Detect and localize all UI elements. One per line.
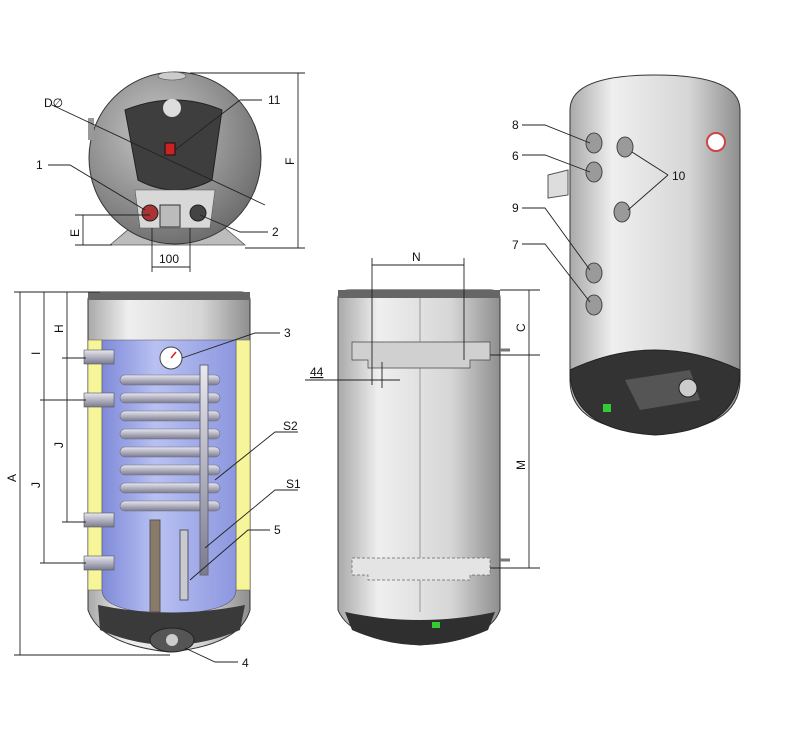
perspective-view: 8 6 9 7 10 <box>512 74 741 436</box>
back-view: N 44 C M <box>305 250 540 646</box>
thermostat-indicator <box>164 142 176 156</box>
callout-9: 9 <box>512 201 519 215</box>
dimension-I: I <box>29 352 43 355</box>
dimension-E: E <box>68 229 82 237</box>
callout-S1: S1 <box>286 477 301 491</box>
callout-6: 6 <box>512 149 519 163</box>
dimension-J-upper: J <box>52 442 66 448</box>
insulation-left <box>87 339 103 591</box>
callout-8: 8 <box>512 118 519 132</box>
heating-coils <box>119 374 221 512</box>
diameter-dimension-label: D∅ <box>44 96 63 110</box>
connection-pipes <box>83 349 115 571</box>
perspective-thermometer <box>706 132 726 152</box>
dimension-A: A <box>5 474 19 482</box>
insulation-right <box>235 339 251 591</box>
callout-7: 7 <box>512 238 519 252</box>
callout-11: 11 <box>268 93 281 107</box>
perspective-connections <box>585 132 634 316</box>
dimension-N: N <box>412 250 421 264</box>
callout-1: 1 <box>36 158 43 172</box>
dimension-100: 100 <box>159 252 179 266</box>
callout-10: 10 <box>672 169 686 183</box>
back-bottom-cap <box>345 612 495 645</box>
upper-wall-bracket <box>351 341 491 369</box>
dimension-44: 44 <box>310 365 324 379</box>
callout-S2: S2 <box>283 419 298 433</box>
callout-2: 2 <box>272 225 279 239</box>
pipe-outlet-2 <box>189 204 207 222</box>
callout-5: 5 <box>274 523 281 537</box>
front-view: D∅ 11 1 2 F E 100 <box>36 71 305 272</box>
bottom-cap <box>98 605 245 645</box>
dimension-H: H <box>52 324 66 333</box>
cutaway-view: 3 S2 S1 5 4 A I J H J <box>5 291 301 670</box>
lower-wall-bracket <box>351 557 491 581</box>
dimension-J-lower: J <box>29 482 43 488</box>
pipe-outlet-1 <box>141 204 159 222</box>
callout-3: 3 <box>284 326 291 340</box>
callout-4: 4 <box>242 656 249 670</box>
dimension-M: M <box>514 460 528 470</box>
dimension-C: C <box>514 323 528 332</box>
dimension-F: F <box>283 158 297 165</box>
